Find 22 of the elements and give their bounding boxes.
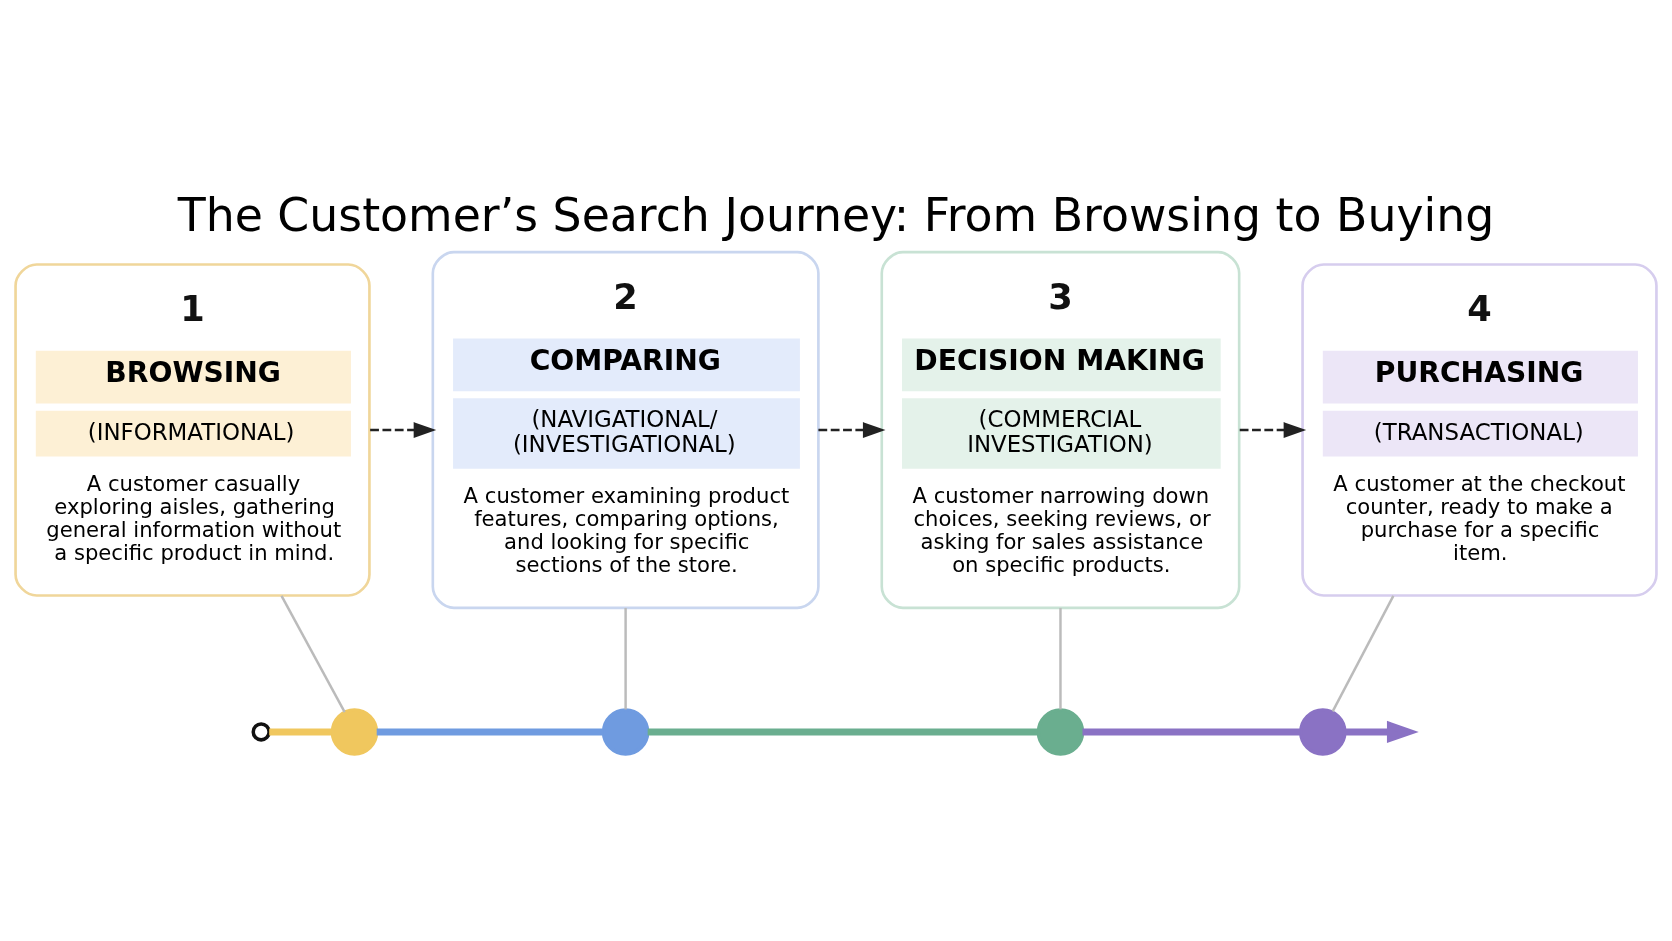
connector — [647, 728, 1038, 736]
connector — [280, 595, 346, 713]
arrow — [1345, 720, 1419, 744]
node-box: 1 BROWSING (INFORMATIONAL) A customer casually exploring aisles, gathering general information without a specific product in mind. — [14, 263, 371, 597]
node-circle — [1299, 708, 1347, 756]
node-circle — [330, 708, 379, 756]
diagram-title: The Customer’s Search Journey: From Browsing to Buying — [177, 188, 1495, 242]
arrow — [370, 422, 437, 438]
connector — [269, 728, 332, 736]
arrow — [818, 422, 886, 438]
connector — [1331, 595, 1395, 712]
arrow — [1239, 422, 1307, 438]
connector — [376, 728, 604, 736]
node-circle — [251, 722, 271, 742]
connector — [1059, 607, 1062, 710]
connector — [624, 607, 627, 710]
connector — [1082, 728, 1301, 736]
node-box: 3 DECISION MAKING (COMMERCIAL INVESTIGATION) A customer narrowing down choices, seeking reviews, or asking for sales assistance on specific products. — [880, 250, 1241, 610]
node-circle — [601, 708, 650, 756]
node-box: 2 COMPARING (NAVIGATIONAL/ (INVESTIGATIONAL) A customer examining product features, comparing options, and looking for specific sections of the store. — [431, 250, 820, 610]
node-box: 4 PURCHASING (TRANSACTIONAL) A customer at the checkout counter, ready to make a purchase for a specific item. — [1301, 263, 1658, 597]
node-circle — [1036, 708, 1085, 756]
